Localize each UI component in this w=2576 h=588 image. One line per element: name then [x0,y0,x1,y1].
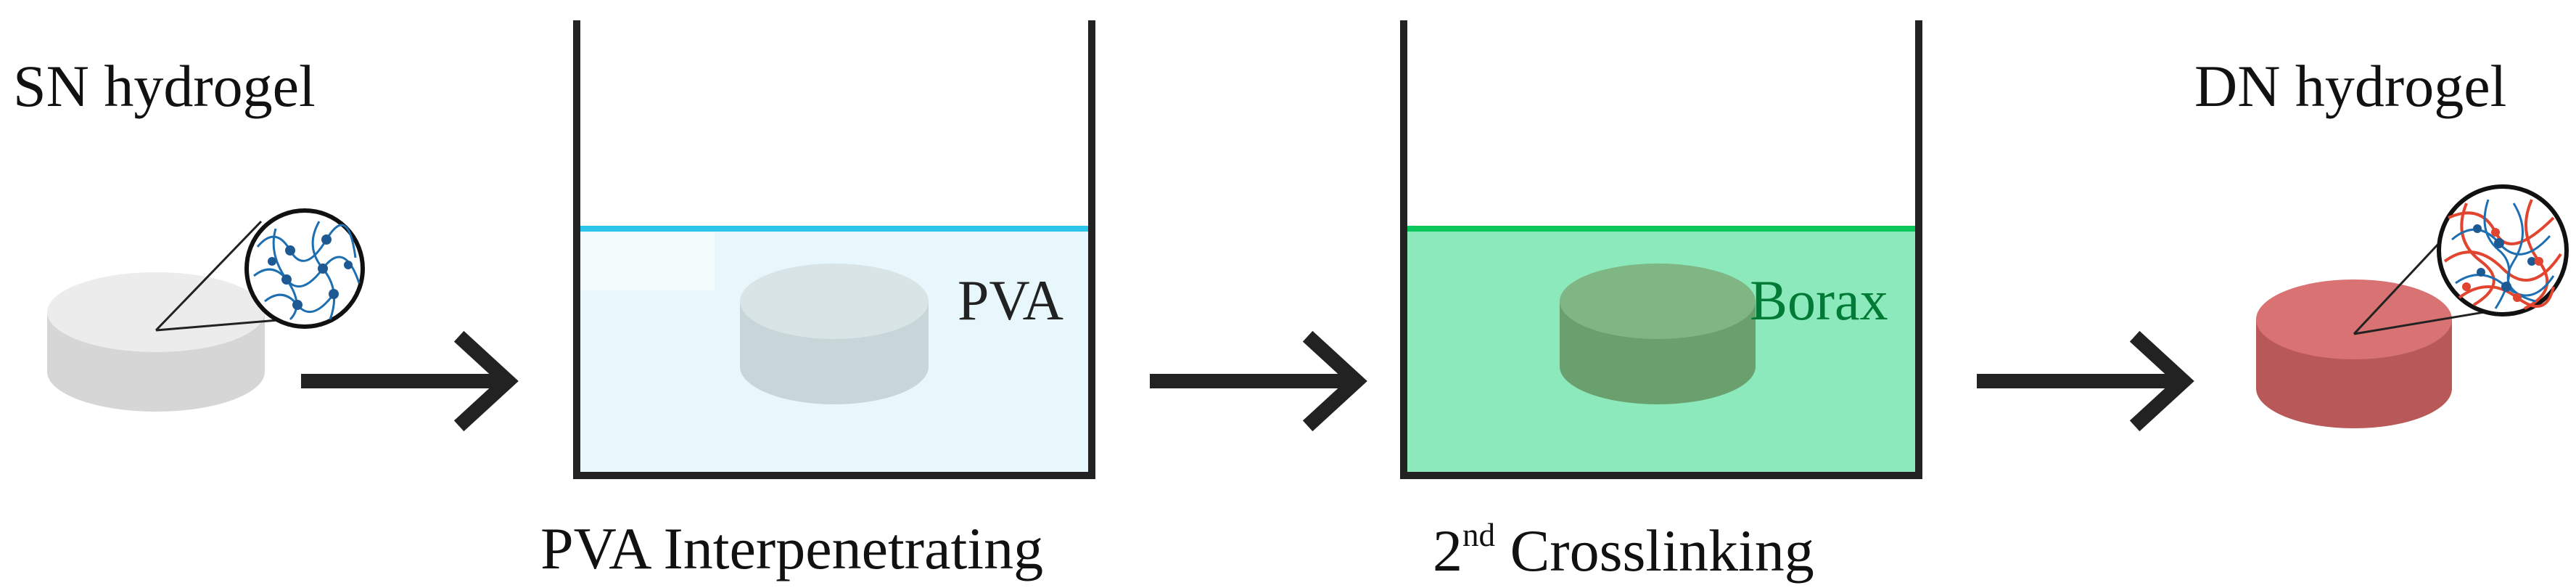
step2-number: 2 [1433,517,1462,584]
step1-caption: PVA Interpenetrating [540,515,1044,581]
pva-liquid-label: PVA [958,269,1063,332]
step2-caption: 2nd Crosslinking [1433,517,1814,584]
right-arrow-icon [1150,330,1367,432]
borax-disk [1560,264,1756,404]
dn-network-magnifier-icon [2353,184,2569,335]
step2-ordinal: nd [1462,517,1496,553]
borax-beaker [1400,20,1922,479]
pva-beaker [573,20,1095,479]
step2-text: Crosslinking [1495,517,1814,584]
dn-hydrogel-label: DN hydrogel [2194,53,2507,119]
pva-disk [740,264,929,404]
sn-network-magnifier-icon [155,208,365,332]
sn-hydrogel-label: SN hydrogel [13,53,316,119]
right-arrow-icon [301,330,519,432]
dn-hydrogel-disk [2256,279,2452,428]
borax-liquid-label: Borax [1750,269,1888,332]
right-arrow-icon [1977,330,2194,432]
sn-hydrogel-disk [47,272,265,412]
